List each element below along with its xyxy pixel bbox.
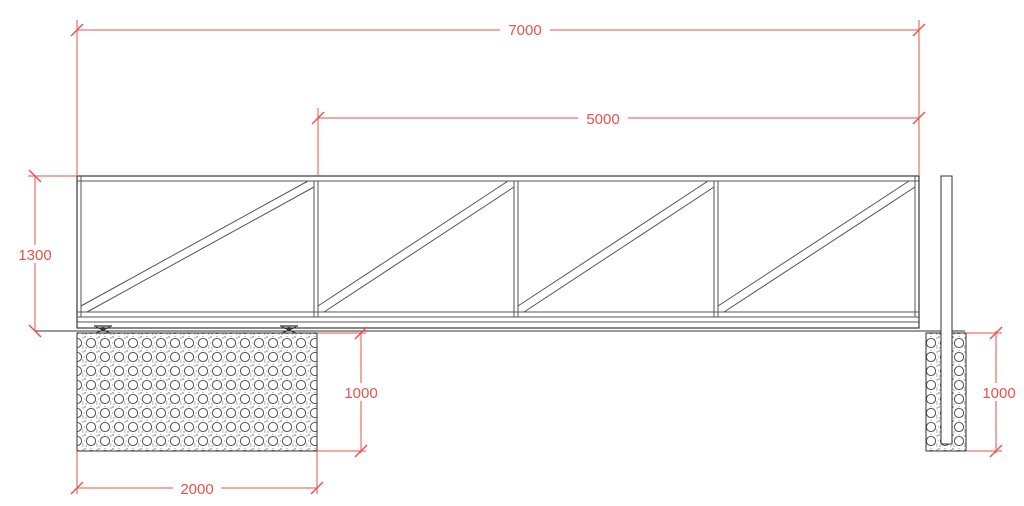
dimension-foundation-depth-right: 1000: [966, 326, 1022, 458]
diagonal-brace-3: [517, 180, 715, 313]
dimension-label-foundation-width: 2000: [180, 481, 213, 498]
dimension-label-foundation-depth-right: 1000: [982, 385, 1015, 402]
dimension-label-height: 1300: [18, 247, 51, 264]
dimension-foundation-width: 2000: [70, 451, 324, 498]
dimension-height: 1300: [14, 169, 77, 338]
dimension-label-foundation-depth-left: 1000: [344, 385, 377, 402]
dimension-opening: 5000: [311, 108, 926, 176]
dimension-label-overall: 7000: [508, 22, 541, 39]
diagonal-brace-4: [717, 180, 916, 313]
panel-post-2: [513, 181, 519, 317]
roller-1: [94, 325, 112, 334]
receiving-post: [940, 175, 953, 445]
dimension-label-opening: 5000: [586, 111, 619, 128]
roller-2: [280, 325, 298, 334]
panel-post-1: [313, 181, 319, 317]
gate-frame: [76, 175, 920, 329]
diagonal-brace-2: [317, 180, 515, 313]
dimension-overall: 7000: [70, 20, 926, 176]
panel-post-3: [713, 181, 719, 317]
left-foundation: [76, 332, 318, 452]
diagonal-brace-1: [80, 180, 315, 313]
dimension-foundation-depth-left: 1000: [317, 326, 382, 458]
